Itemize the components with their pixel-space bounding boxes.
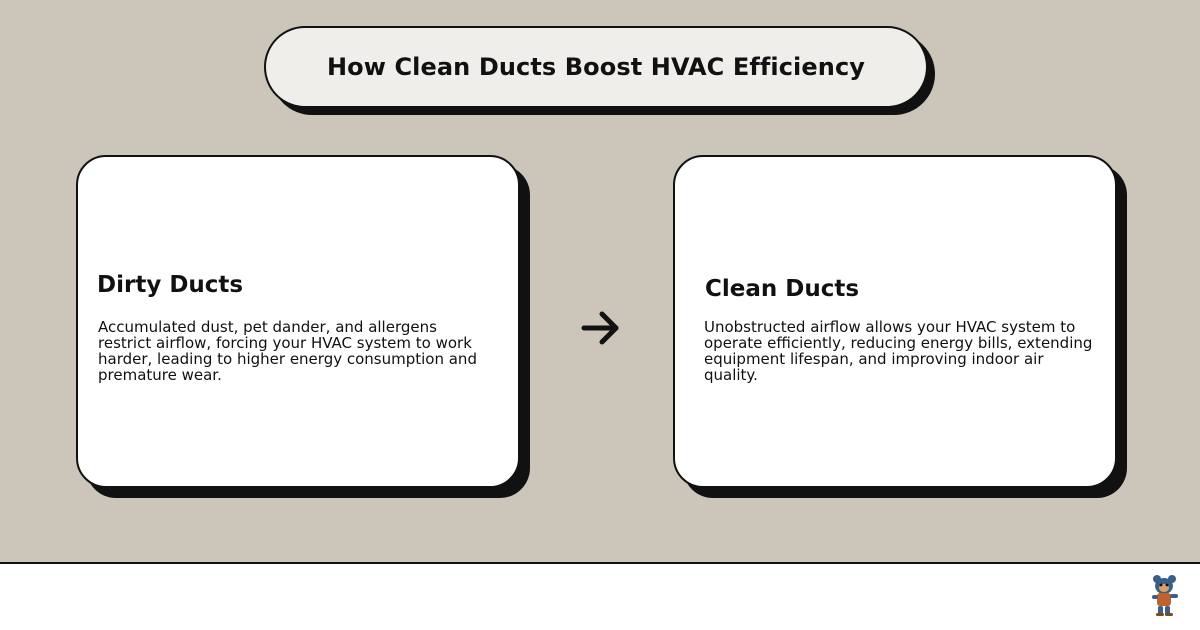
footer-divider xyxy=(0,562,1200,564)
dirty-ducts-card: Dirty Ducts Accumulated dust, pet dander… xyxy=(76,155,520,488)
diagram-canvas: How Clean Ducts Boost HVAC Efficiency Di… xyxy=(0,0,1200,562)
mascot-logo-icon xyxy=(1148,573,1180,617)
title-pill: How Clean Ducts Boost HVAC Efficiency xyxy=(264,26,928,108)
clean-ducts-heading: Clean Ducts xyxy=(705,276,860,302)
diagram-title: How Clean Ducts Boost HVAC Efficiency xyxy=(326,53,866,81)
dirty-ducts-heading: Dirty Ducts xyxy=(97,272,244,298)
clean-ducts-description: Unobstructed airflow allows your HVAC sy… xyxy=(704,318,1093,384)
dirty-ducts-description: Accumulated dust, pet dander, and allerg… xyxy=(98,318,477,384)
clean-ducts-card: Clean Ducts Unobstructed airflow allows … xyxy=(673,155,1117,488)
arrow-right-icon xyxy=(576,304,624,352)
